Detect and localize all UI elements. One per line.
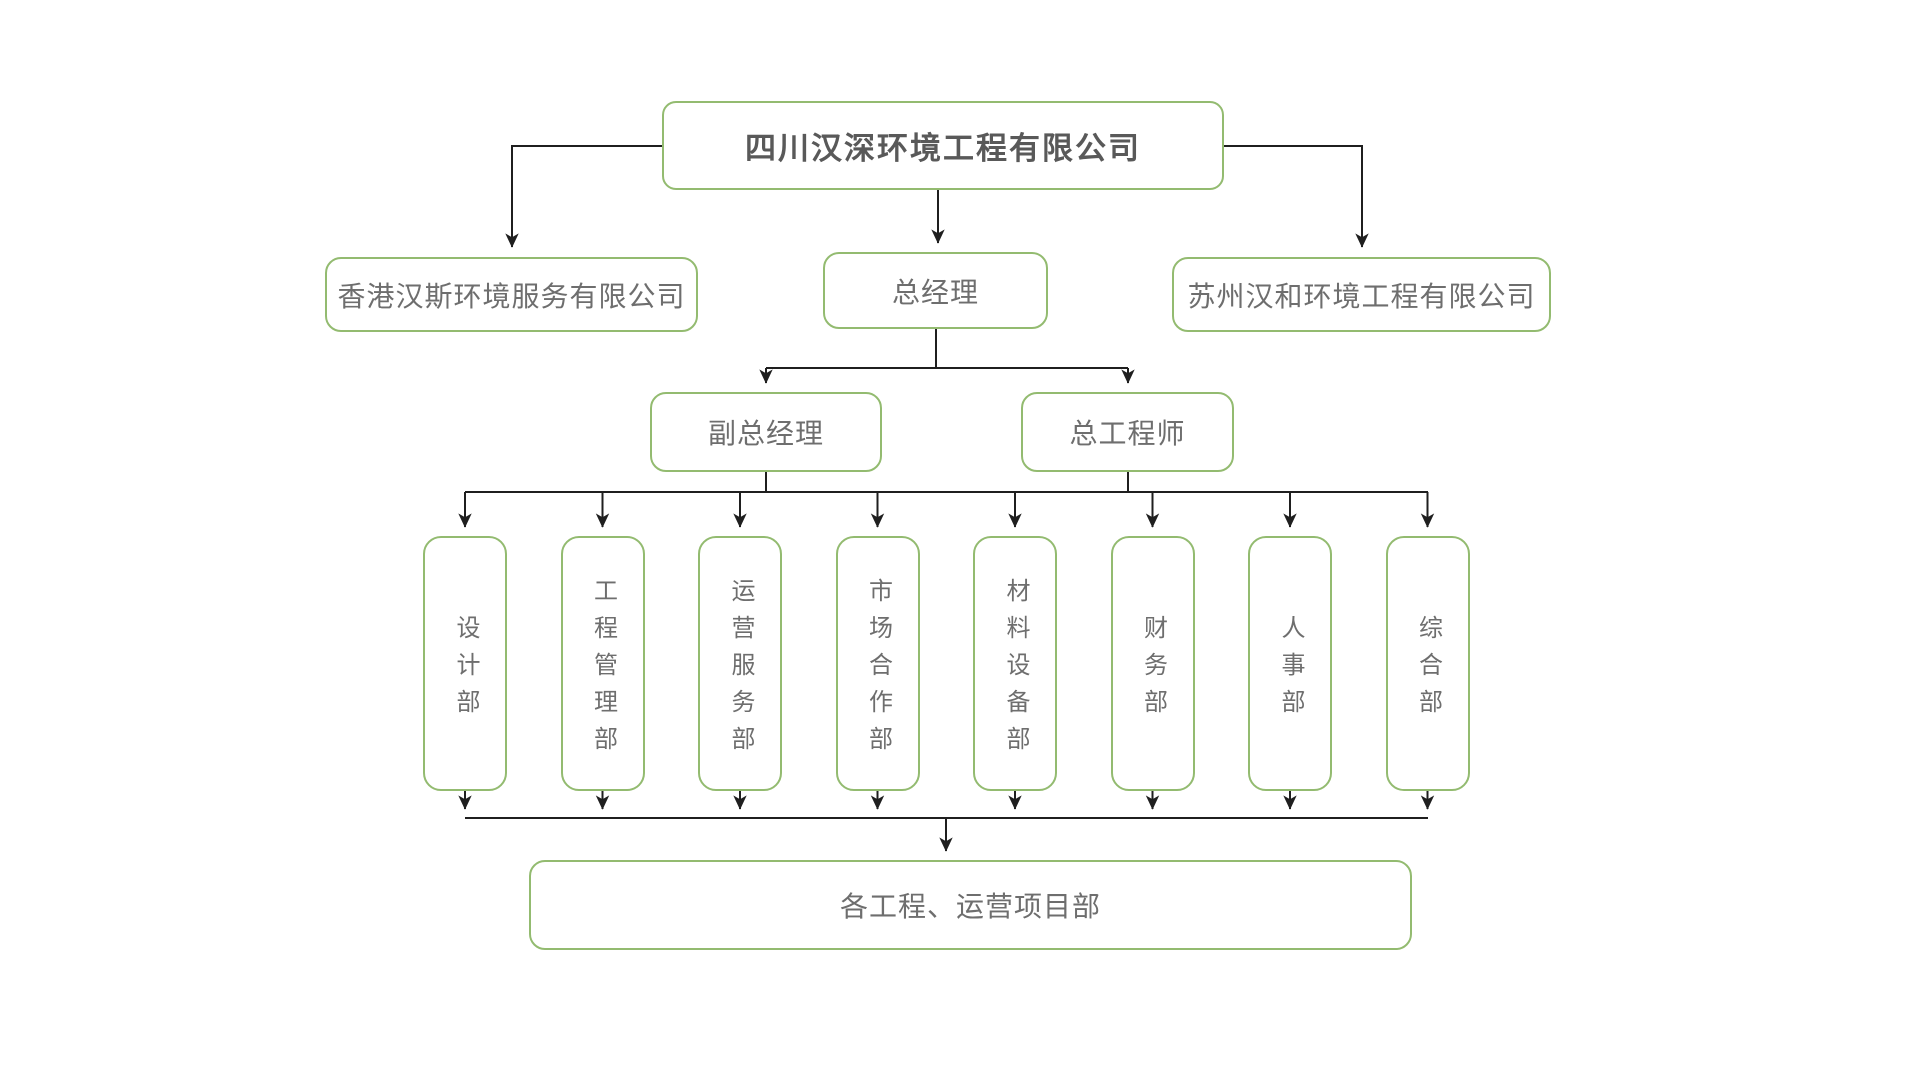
department-label: 市场合作部 bbox=[864, 577, 892, 763]
department-label: 工程管理部 bbox=[589, 577, 617, 763]
org-node-department-finance: 财务部 bbox=[1110, 536, 1195, 791]
org-node-department-design: 设计部 bbox=[423, 536, 507, 791]
org-node-chief-engineer: 总工程师 bbox=[1021, 392, 1234, 472]
org-node-project-departments: 各工程、运营项目部 bbox=[529, 860, 1412, 950]
department-label: 人事部 bbox=[1277, 614, 1304, 726]
org-node-department-materials-equipment: 材料设备部 bbox=[973, 536, 1057, 791]
department-label: 财务部 bbox=[1139, 614, 1167, 726]
org-node-right-subsidiary: 苏州汉和环境工程有限公司 bbox=[1172, 257, 1551, 332]
org-node-left-subsidiary: 香港汉斯环境服务有限公司 bbox=[325, 257, 698, 332]
org-node-deputy-general-manager: 副总经理 bbox=[650, 392, 882, 472]
department-label: 材料设备部 bbox=[1002, 577, 1029, 763]
org-node-general-manager: 总经理 bbox=[823, 252, 1048, 329]
org-node-department-engineering-management: 工程管理部 bbox=[560, 536, 645, 791]
org-node-department-human-resources: 人事部 bbox=[1248, 536, 1332, 791]
org-node-department-general-affairs: 综合部 bbox=[1385, 536, 1470, 791]
department-label: 设计部 bbox=[452, 614, 479, 726]
org-node-department-market-cooperation: 市场合作部 bbox=[835, 536, 920, 791]
org-node-department-operations-service: 运营服务部 bbox=[698, 536, 782, 791]
department-label: 综合部 bbox=[1414, 614, 1442, 726]
org-node-root-company: 四川汉深环境工程有限公司 bbox=[662, 101, 1224, 190]
department-label: 运营服务部 bbox=[727, 577, 754, 763]
